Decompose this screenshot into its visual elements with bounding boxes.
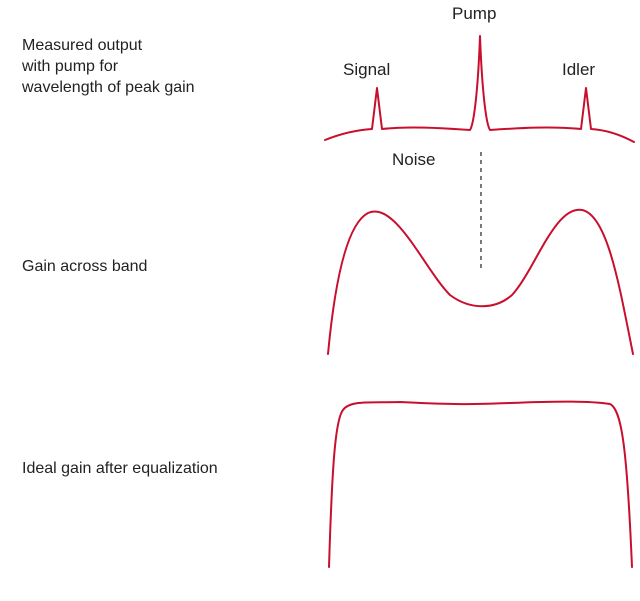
measured-output-line-1: Measured output [22, 37, 143, 54]
gain-across-band-curve [327, 208, 634, 355]
signal-label: Signal [343, 60, 391, 79]
gain-across-band-label: Gain across band [22, 258, 148, 275]
measured-output-line-2: with pump for [22, 58, 119, 75]
ideal-gain-curve [328, 400, 633, 568]
measured-output-line-3: wavelength of peak gain [22, 79, 195, 96]
pump-label: Pump [452, 4, 497, 23]
idler-label: Idler [562, 60, 596, 79]
noise-label: Noise [392, 150, 436, 169]
ideal-gain-label: Ideal gain after equalization [22, 460, 218, 477]
measured-output-curve [324, 35, 635, 143]
measured-output-description: Measured output with pump for wavelength… [22, 35, 195, 98]
